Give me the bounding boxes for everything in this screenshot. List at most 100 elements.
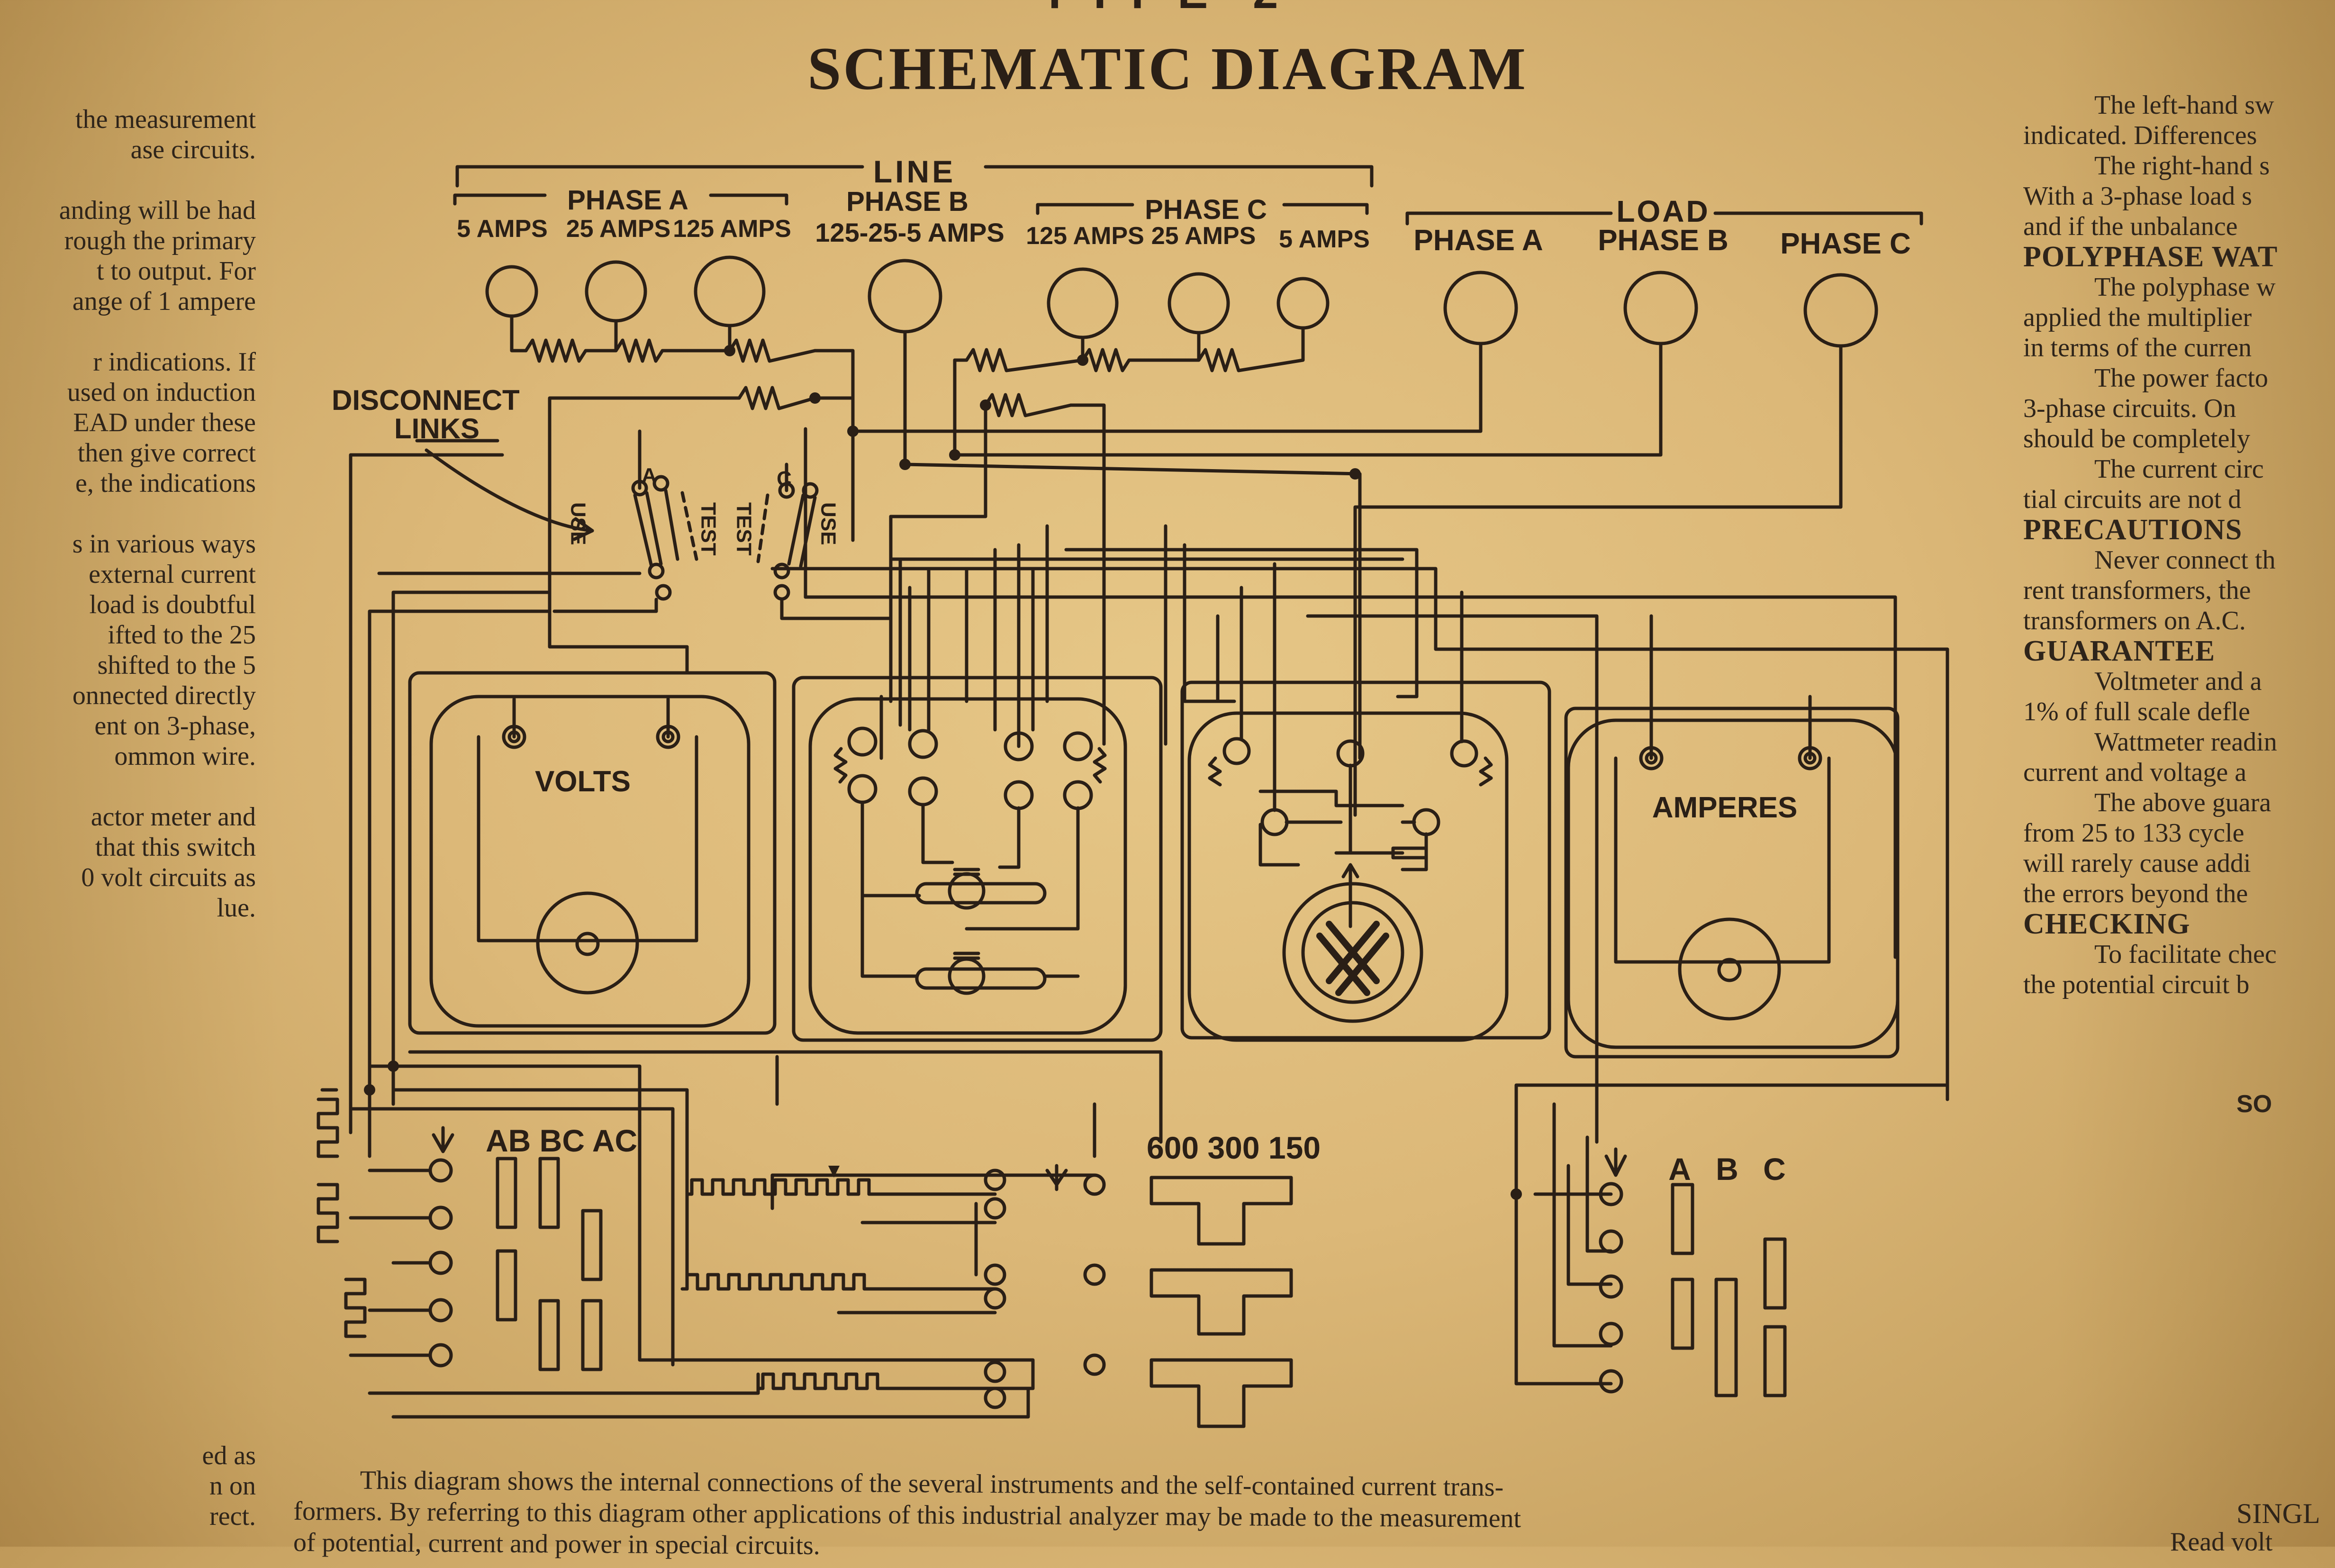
wattmeter-terminal-1: [847, 726, 878, 757]
terminal-c-125amps[interactable]: [1047, 267, 1119, 339]
selector-left-terminal-4[interactable]: [428, 1298, 453, 1323]
disconnect-link-c[interactable]: [787, 493, 817, 568]
selector-left-contact-2: [538, 1157, 560, 1229]
selector-right-contact-3: [1671, 1278, 1694, 1350]
disconnect-arrow: [425, 448, 594, 533]
left-text-line: rough the primary: [64, 226, 256, 255]
main-bus-wiring: [548, 330, 1843, 817]
right-text-line: transformers on A.C.: [2023, 606, 2246, 635]
terminal-a-125amps[interactable]: [694, 255, 766, 327]
wattmeter-terminal-2: [908, 729, 938, 759]
selector-left-terminal-5[interactable]: [428, 1343, 453, 1368]
terminal-a-5amps[interactable]: [485, 265, 538, 318]
right-text-line: from 25 to 133 cycle: [2023, 818, 2244, 848]
right-text-line: tial circuits are not d: [2023, 485, 2242, 514]
link-a-pivot-2: [652, 475, 670, 492]
right-text-line: The right-hand s: [2094, 151, 2270, 181]
wattmeter-terminal-8: [1063, 780, 1093, 810]
range-contact-600[interactable]: [1149, 1176, 1293, 1246]
pf-coils: [1208, 756, 1493, 787]
label-use-right: USE: [817, 502, 840, 545]
right-text-line: will rarely cause addi: [2023, 849, 2251, 878]
wattmeter-terminal-6: [1063, 731, 1093, 761]
power-factor-meter-outer: [1180, 680, 1551, 1040]
range-terminal-4[interactable]: [984, 1263, 1006, 1286]
range-terminal-1[interactable]: [984, 1169, 1006, 1191]
label-a-25amps: 25 AMPS: [566, 215, 671, 243]
label-load-phase-c: PHASE C: [1780, 227, 1911, 260]
selector-right-contact-4: [1714, 1278, 1738, 1397]
selector-right-contact-5: [1763, 1325, 1787, 1397]
disconnect-link-a-test: [680, 491, 698, 561]
range-terminal-9[interactable]: [1083, 1353, 1106, 1376]
label-links: LINKS: [394, 413, 480, 444]
selector-right-terminal-4[interactable]: [1599, 1322, 1623, 1346]
right-table-heading: SO: [2236, 1090, 2272, 1118]
label-c-125amps: 125 AMPS: [1026, 222, 1144, 250]
label-line: LINE: [873, 154, 956, 189]
selector-right-contact-1: [1671, 1183, 1694, 1255]
right-text-line: the potential circuit b: [2023, 970, 2250, 999]
left-text-line: actor meter and: [91, 802, 256, 832]
terminal-c-25amps[interactable]: [1168, 272, 1230, 335]
range-terminal-7[interactable]: [984, 1360, 1006, 1383]
voltmeter-movement: [536, 891, 639, 995]
left-text-line: the measurement: [75, 105, 256, 134]
disconnect-link-a[interactable]: [633, 489, 679, 568]
label-c-5amps: 5 AMPS: [1279, 226, 1370, 253]
selector-right-terminal-5[interactable]: [1599, 1369, 1623, 1394]
right-text-line: To facilitate chec: [2094, 940, 2277, 969]
selector-left-wiring: [349, 1126, 454, 1357]
right-single-heading: SINGL: [2236, 1498, 2320, 1529]
range-contact-150[interactable]: [1149, 1358, 1293, 1428]
power-factor-meter-case: [1187, 711, 1509, 1042]
left-bottom-line: ed as: [202, 1441, 256, 1470]
right-text-line: The current circ: [2094, 454, 2264, 484]
terminal-b[interactable]: [868, 259, 942, 334]
terminal-load-c[interactable]: [1803, 273, 1878, 348]
phase-c-bracket: [1036, 203, 1369, 215]
left-text-line: that this switch: [95, 833, 256, 862]
terminal-load-b[interactable]: [1623, 271, 1698, 345]
left-text-line: ommon wire.: [114, 742, 256, 771]
range-terminal-3[interactable]: [1083, 1173, 1106, 1196]
range-terminal-5[interactable]: [984, 1287, 1006, 1310]
selector-right-label-c: C: [1763, 1151, 1786, 1187]
label-disconnect: DISCONNECT: [332, 384, 520, 416]
left-text-line: anding will be had: [59, 196, 256, 225]
range-terminal-8[interactable]: [984, 1387, 1006, 1409]
wattmeter-terminal-4: [908, 776, 938, 807]
range-terminal-6[interactable]: [1083, 1263, 1106, 1286]
left-transformer-coils: [317, 1088, 367, 1338]
left-text-line: ase circuits.: [130, 135, 256, 164]
label-load-phase-b: PHASE B: [1598, 224, 1729, 257]
selector-left-terminal-1[interactable]: [428, 1158, 453, 1183]
bus-branches: [804, 403, 1362, 760]
pf-internal-wiring: [1258, 763, 1416, 855]
terminal-load-a[interactable]: [1443, 271, 1518, 345]
ammeter-pivot: [1717, 958, 1742, 982]
wattmeter-wiring: [860, 801, 1080, 931]
selector-left-terminal-3[interactable]: [428, 1251, 453, 1275]
label-link-c: C: [777, 467, 792, 490]
label-test-left: TEST: [697, 502, 720, 556]
selector-right-arrow: [1604, 1147, 1627, 1177]
selector-left-terminal-2[interactable]: [428, 1205, 453, 1230]
range-contact-300[interactable]: [1149, 1268, 1293, 1336]
selector-right-terminal-1[interactable]: [1599, 1182, 1623, 1206]
pf-crossed-coils: [1316, 921, 1389, 996]
left-text-line: 0 volt circuits as: [81, 863, 256, 892]
voltmeter-pivot: [575, 932, 600, 956]
label-phase-a: PHASE A: [567, 185, 688, 216]
selector-right-terminal-3[interactable]: [1599, 1274, 1623, 1299]
wattmeter-outer: [792, 676, 1163, 1042]
terminal-a-25amps[interactable]: [585, 260, 647, 323]
range-terminal-2[interactable]: [984, 1197, 1006, 1220]
right-text-line: CHECKING: [2023, 908, 2190, 940]
selector-right-terminal-2[interactable]: [1599, 1229, 1623, 1254]
terminal-c-5amps[interactable]: [1276, 277, 1330, 330]
selector-left-contact-1: [496, 1157, 517, 1229]
left-text-line: r indications. If: [93, 347, 256, 377]
right-text-line: The power facto: [2094, 363, 2268, 393]
